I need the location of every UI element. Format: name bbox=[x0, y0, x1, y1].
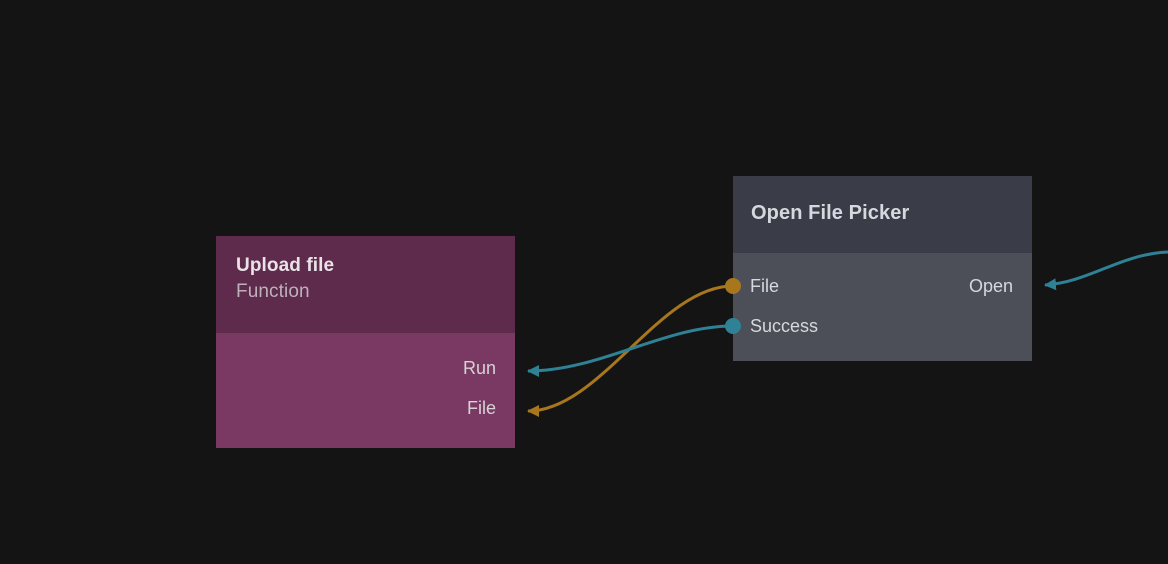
node-header-upload-file[interactable]: Upload file Function bbox=[216, 236, 515, 333]
input-port-success-label: Success bbox=[750, 316, 819, 336]
edge-open-incoming-connection bbox=[1044, 250, 1168, 291]
output-port-open[interactable]: Open bbox=[969, 275, 1013, 297]
output-port-file[interactable]: File bbox=[467, 397, 496, 419]
output-port-open-label: Open bbox=[968, 276, 1013, 296]
port-dot-success-input[interactable] bbox=[725, 318, 741, 334]
edge-file-connection bbox=[527, 284, 734, 417]
output-port-run[interactable]: Run bbox=[463, 357, 496, 379]
node-title: Open File Picker bbox=[751, 202, 910, 224]
node-open-file-picker[interactable]: Open File Picker File Success Open bbox=[733, 176, 1032, 361]
node-title: Upload file bbox=[236, 255, 335, 276]
input-port-file[interactable]: File bbox=[750, 275, 779, 297]
node-body-open-file-picker: File Success Open bbox=[733, 253, 1032, 361]
input-port-file-label: File bbox=[750, 276, 780, 296]
node-upload-file[interactable]: Upload file Function Run File bbox=[216, 236, 515, 448]
node-header-open-file-picker[interactable]: Open File Picker bbox=[733, 176, 1032, 253]
output-port-run-label: Run bbox=[462, 358, 496, 378]
input-port-success[interactable]: Success bbox=[750, 315, 818, 337]
output-port-file-label: File bbox=[466, 398, 496, 418]
node-subtitle: Function bbox=[236, 281, 310, 302]
node-body-upload-file: Run File bbox=[216, 333, 515, 448]
edge-success-run-connection bbox=[527, 324, 734, 377]
port-dot-file-input[interactable] bbox=[725, 278, 741, 294]
